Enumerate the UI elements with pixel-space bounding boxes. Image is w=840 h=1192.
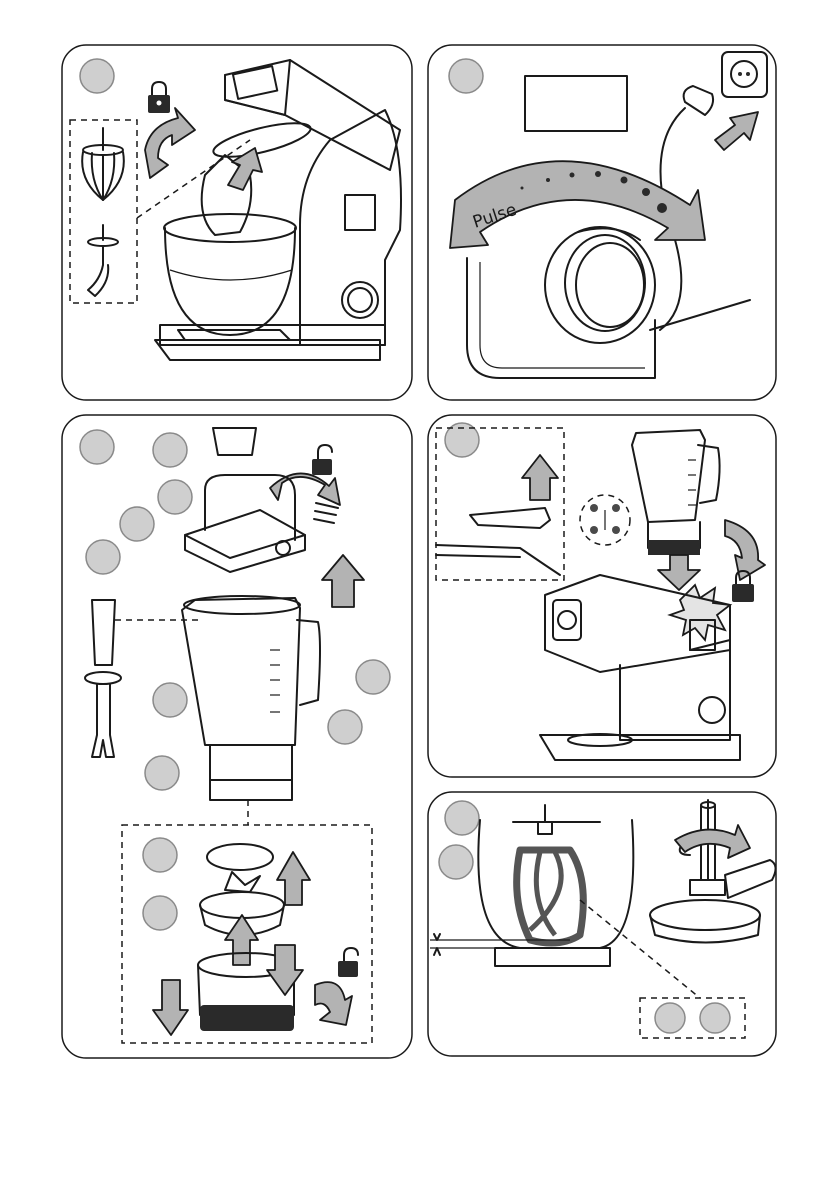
- callout-jug-side: [328, 710, 362, 744]
- callout-jug: [153, 683, 187, 717]
- callout-spare-2: [700, 1003, 730, 1033]
- callout-jug-handle: [356, 660, 390, 694]
- callout-handle-lid: [158, 480, 192, 514]
- callout-tamper: [86, 540, 120, 574]
- figure-5-badge: [445, 801, 479, 835]
- figure-2-speed-dial: Pulse: [428, 45, 776, 400]
- figure-5-adjust-height: [428, 792, 776, 1056]
- figure-1-badge: [80, 59, 114, 93]
- figure-4-mount-blender: [428, 415, 776, 777]
- figure-1-attach-tool: [62, 45, 412, 400]
- callout-seal: [143, 838, 177, 872]
- figure-2-badge: [449, 59, 483, 93]
- callout-base-ring: [145, 756, 179, 790]
- callout-cap: [153, 433, 187, 467]
- callout-blade: [143, 896, 177, 930]
- callout-spare-1: [655, 1003, 685, 1033]
- figure-3-badge: [80, 430, 114, 464]
- callout-beater: [439, 845, 473, 879]
- figure-4-frame: [428, 415, 776, 777]
- callout-lid: [120, 507, 154, 541]
- figure-3-blender-parts: [62, 415, 412, 1058]
